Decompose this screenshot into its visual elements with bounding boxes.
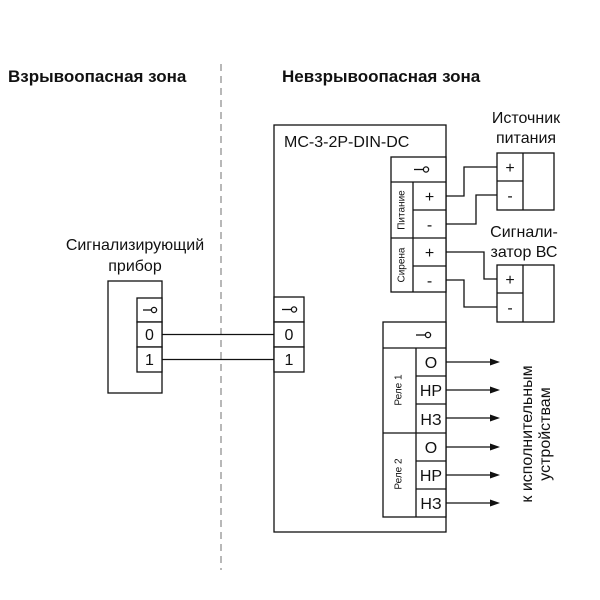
relay-outputs — [446, 358, 500, 507]
signal-device-terminal-1-label: 1 — [145, 352, 154, 369]
arrow-icon — [490, 386, 500, 394]
module: МС-3-2Р-DIN-DC 0 1 Питание Сирена + - + … — [273, 124, 447, 533]
siren-plus: + — [505, 272, 514, 289]
module-siren-minus: - — [427, 273, 432, 290]
switch-icon — [414, 166, 430, 173]
power-source-title-line1: Источник — [492, 110, 561, 127]
relay1-contact-o: О — [425, 355, 437, 372]
power-source-minus: - — [507, 188, 512, 205]
power-source: Источник питания + - — [492, 110, 561, 211]
relay1-label: Реле 1 — [394, 374, 405, 406]
relay2-contact-nz: НЗ — [420, 496, 441, 513]
power-group-label: Питание — [397, 190, 408, 230]
siren-group-label: Сирена — [397, 247, 408, 282]
hazardous-zone-heading: Взрывоопасная зона — [8, 67, 187, 86]
relay1-contact-nr: НР — [420, 383, 442, 400]
arrow-icon — [490, 499, 500, 507]
safe-zone-heading: Невзрывоопасная зона — [282, 67, 481, 86]
arrow-icon — [490, 358, 500, 366]
switch-icon — [143, 306, 158, 314]
outputs-label-line1: к исполнительным — [519, 365, 536, 502]
power-source-plus: + — [505, 160, 514, 177]
relay-block — [382, 321, 447, 518]
signal-device-title-line1: Сигнализирующий — [66, 237, 204, 254]
module-power-plus: + — [425, 189, 434, 206]
arrow-icon — [490, 414, 500, 422]
siren-title-line2: затор ВС — [491, 244, 558, 261]
siren-minus: - — [507, 300, 512, 317]
arrow-icon — [490, 443, 500, 451]
siren-title-line1: Сигнали- — [490, 224, 558, 241]
arrow-icon — [490, 471, 500, 479]
signal-device-terminal-1 — [136, 346, 163, 373]
power-source-title-line2: питания — [496, 130, 556, 147]
module-terminal-1-label: 1 — [285, 352, 294, 369]
relay1-contact-nz: НЗ — [420, 412, 441, 429]
module-terminal-1 — [273, 346, 305, 373]
signal-device-title-line2: прибор — [108, 258, 162, 275]
siren: Сигнали- затор ВС + - — [490, 224, 558, 323]
switch-icon — [282, 306, 298, 313]
outputs-label-line2: устройствам — [537, 387, 554, 480]
module-terminal-0-label: 0 — [285, 327, 294, 344]
signal-device-terminal-0 — [136, 321, 163, 348]
relay2-label: Реле 2 — [394, 458, 405, 490]
siren-wiring — [446, 251, 497, 308]
signal-device-terminal-0-label: 0 — [145, 327, 154, 344]
signal-device: Сигнализирующий прибор 0 1 — [66, 237, 204, 394]
module-name: МС-3-2Р-DIN-DC — [284, 134, 409, 151]
module-power-minus: - — [427, 217, 432, 234]
relay2-contact-nr: НР — [420, 468, 442, 485]
module-siren-plus: + — [425, 245, 434, 262]
relay2-contact-o: О — [425, 440, 437, 457]
power-wiring — [446, 166, 497, 225]
switch-icon — [416, 331, 432, 339]
